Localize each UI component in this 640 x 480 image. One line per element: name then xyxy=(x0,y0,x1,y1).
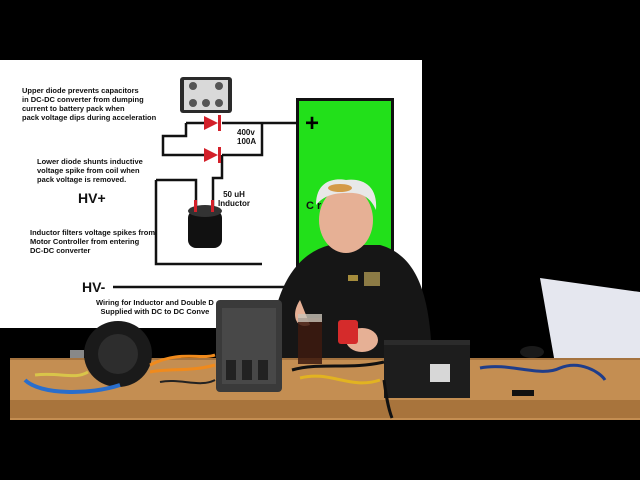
inductor-label: 50 uH Inductor xyxy=(218,190,250,208)
diode-module-icon xyxy=(180,77,232,113)
drink-glass-icon xyxy=(298,314,322,364)
wires-center-icon xyxy=(291,360,394,419)
caption-line: Supplied with DC to DC Conve xyxy=(100,307,210,316)
hv-minus-label: HV- xyxy=(82,279,106,295)
note-line: Upper diode prevents capacitors xyxy=(22,86,139,95)
note-inductor: Inductor filters voltage spikes from Mot… xyxy=(30,228,155,255)
note-line: voltage spike from coil when xyxy=(37,166,140,175)
dc-converter-icon xyxy=(384,340,470,398)
motor-icon xyxy=(23,321,152,394)
note-line: pack voltage is removed. xyxy=(37,175,127,184)
note-line: Inductor filters voltage spikes from xyxy=(30,228,156,237)
plus-sign: + xyxy=(305,110,320,137)
caption-line: Wiring for Inductor and Double D xyxy=(96,298,214,307)
workbench-edge xyxy=(10,400,640,418)
note-line: Motor Controller from entering xyxy=(30,237,140,246)
note-upper-diode: Upper diode prevents capacitors in DC-DC… xyxy=(22,86,156,122)
cables-right-icon xyxy=(479,346,607,396)
diode-rating: 400v 100A xyxy=(237,128,256,146)
red-connector-icon xyxy=(338,320,358,344)
orange-cable-icon xyxy=(149,353,216,385)
lower-diode-icon xyxy=(204,147,221,163)
note-line: pack voltage dips during acceleration xyxy=(22,113,157,122)
note-lower-diode: Lower diode shunts inductive voltage spi… xyxy=(37,157,143,184)
motor-controller-icon xyxy=(216,300,282,392)
note-line: DC-DC converter xyxy=(30,246,91,255)
inductor-label-line: 50 uH xyxy=(223,190,245,199)
diagram-caption: Wiring for Inductor and Double D Supplie… xyxy=(96,298,214,316)
rating-line: 400v xyxy=(237,128,255,137)
inductor-label-line: Inductor xyxy=(218,199,250,208)
hv-plus-label: HV+ xyxy=(78,190,106,206)
note-line: in DC-DC converter from dumping xyxy=(22,95,144,104)
inductor-icon xyxy=(188,200,222,248)
note-line: Lower diode shunts inductive xyxy=(37,157,143,166)
rating-line: 100A xyxy=(237,137,257,146)
upper-diode-icon xyxy=(204,115,221,131)
note-line: current to battery pack when xyxy=(22,104,125,113)
